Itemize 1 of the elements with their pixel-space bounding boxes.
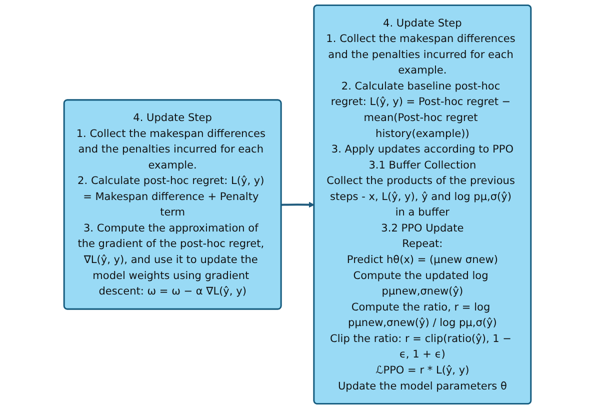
arrow — [281, 202, 315, 208]
